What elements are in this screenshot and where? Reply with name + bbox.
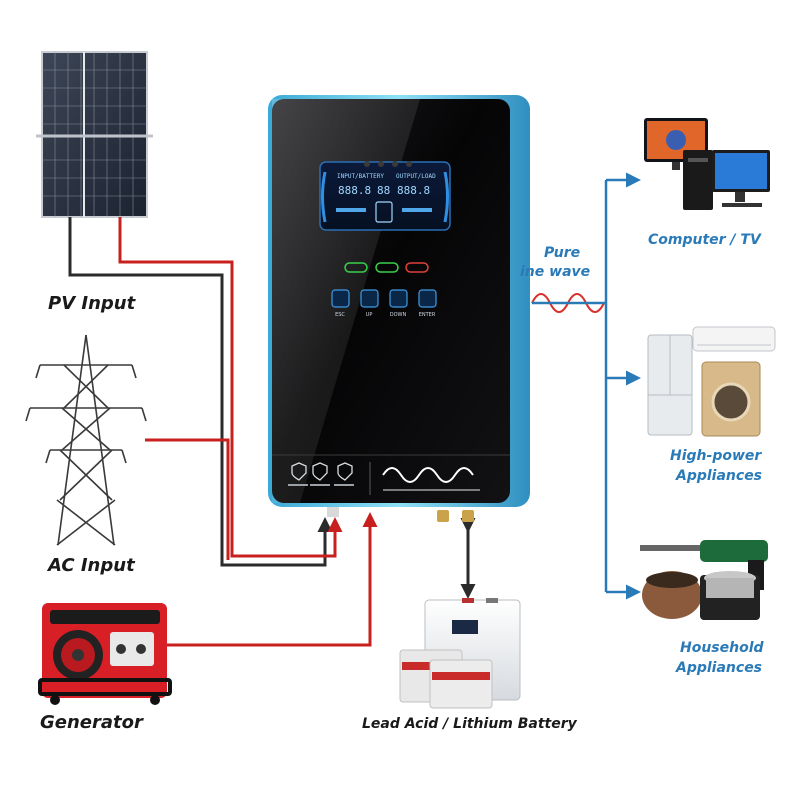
led-green-2 [375,262,399,273]
lcd-right-caption: OUTPUT/LOAD [396,173,436,180]
protection-icons [288,462,354,486]
lcd-display: INPUT/BATTERY OUTPUT/LOAD 888.8 88 888.8 [319,161,451,231]
output-bus [532,172,641,600]
battery-terminal-1 [437,510,449,522]
high-power-appliances-icon [647,326,776,437]
down-label: DOWN [390,312,407,318]
shield-icon [337,462,353,481]
generator-label: Generator [40,712,144,733]
pv-input-label: PV Input [48,293,137,314]
generator-wire [167,512,378,647]
touch-buttons: ESC UP DOWN ENTER [331,289,437,318]
lcd-left-caption: INPUT/BATTERY [337,173,384,180]
sine-wave-emblem [382,467,474,483]
high-power-label-2: Appliances [675,468,762,484]
esc-label: ESC [335,312,345,318]
ac-input-label: AC Input [46,555,136,576]
lcd-mid-digits: 88 [377,184,390,197]
computer-tv-label: Computer / TV [648,232,762,248]
lcd-left-digits: 888.8 [338,184,371,197]
battery-terminal-2 [462,510,474,522]
shield-icon [291,462,307,481]
esc-button[interactable]: ESC [331,289,350,318]
generator-icon [38,603,172,705]
pure-sine-label-1: Pure [544,245,580,261]
status-leds [344,262,429,273]
enter-label: ENTER [419,312,436,318]
battery-label: Lead Acid / Lithium Battery [362,716,578,732]
lcd-right-digits: 888.8 [397,184,430,197]
shield-icon [312,462,328,481]
battery-icon [399,598,521,709]
household-label-1: Household [680,640,765,656]
household-appliances-icon [640,540,768,620]
ac-input-wire [145,438,230,560]
pv-terminal [327,507,339,517]
led-green-1 [344,262,368,273]
enter-button[interactable]: ENTER [418,289,437,318]
pv-wires [68,217,343,567]
up-label: UP [366,312,373,318]
led-red [405,262,429,273]
transmission-tower-icon [25,334,147,546]
up-button[interactable]: UP [360,289,379,318]
solar-panel-icon [36,51,153,218]
hybrid-inverter: INPUT/BATTERY OUTPUT/LOAD 888.8 88 888.8 [268,95,530,522]
household-label-2: Appliances [675,660,762,676]
pure-sine-label-2: ine wave [520,264,590,280]
computer-tv-icon [644,118,770,210]
high-power-label-1: High-power [670,448,762,464]
battery-level-icon [375,201,393,223]
down-button[interactable]: DOWN [389,289,408,318]
